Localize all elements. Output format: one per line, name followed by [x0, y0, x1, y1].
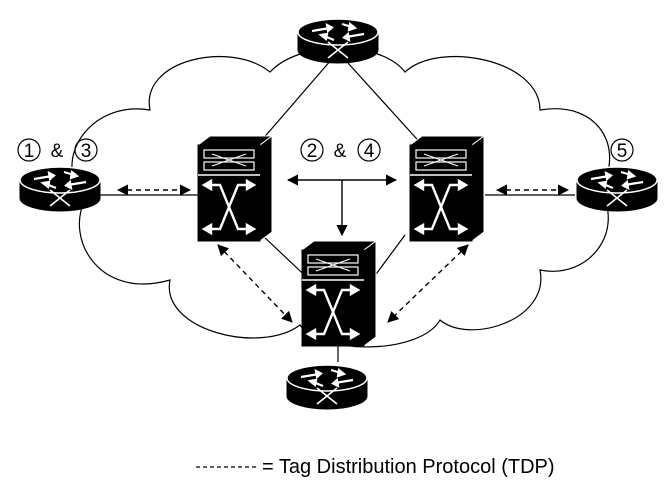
svg-text:5: 5	[617, 141, 628, 162]
router-icon	[296, 17, 380, 65]
svg-text:3: 3	[81, 141, 92, 162]
legend-label: = Tag Distribution Protocol (TDP)	[262, 456, 555, 478]
svg-text:&: &	[334, 141, 347, 162]
router-icon	[575, 165, 659, 213]
atm-switch-icon	[196, 134, 274, 243]
label-binding-arrows	[286, 174, 398, 237]
atm-switch-icon	[408, 134, 486, 243]
router-icon	[18, 165, 102, 213]
step-label-1-and-3: 1 & 3	[17, 138, 98, 162]
tdp-sessions	[116, 184, 570, 323]
atm-switch-icon	[300, 239, 378, 348]
step-label-2-and-4: 2 & 4	[300, 138, 381, 162]
svg-text:&: &	[51, 141, 64, 162]
router-icon	[285, 363, 369, 411]
svg-text:2: 2	[307, 141, 318, 162]
svg-text:4: 4	[364, 141, 375, 162]
legend: = Tag Distribution Protocol (TDP)	[196, 456, 555, 478]
svg-text:1: 1	[24, 141, 35, 162]
step-label-5: 5	[610, 138, 634, 162]
